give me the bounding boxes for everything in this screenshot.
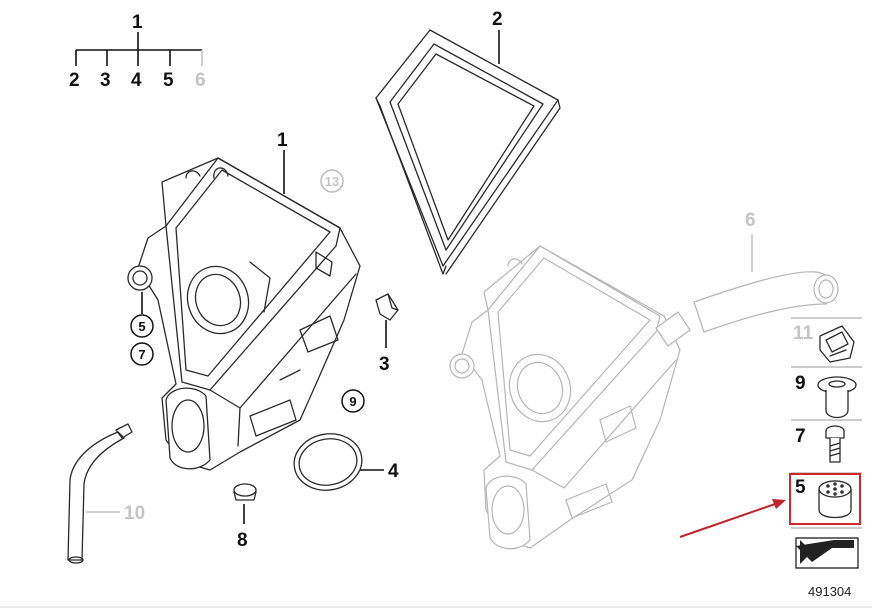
reference-arrow-icon xyxy=(795,537,859,569)
tree-child-label: 4 xyxy=(131,70,142,91)
sidebar-item-label: 5 xyxy=(795,477,806,498)
circled-13-callout: 13 xyxy=(320,169,344,193)
tree-child-label: 2 xyxy=(69,70,80,91)
circled-9-label: 9 xyxy=(349,394,356,409)
sidebar-item-label: 7 xyxy=(795,426,806,447)
filter-element-label: 2 xyxy=(492,9,503,30)
housing-label: 1 xyxy=(277,130,288,151)
grommet-label: 8 xyxy=(237,530,248,551)
pointer-arrow xyxy=(679,499,786,538)
intake-pipe-label: 6 xyxy=(745,210,756,231)
sidebar-item-9 xyxy=(817,376,857,419)
sidebar-item-7 xyxy=(825,425,845,463)
tree-child-label: 5 xyxy=(163,70,174,91)
hierarchy-tree: 1 2 3 4 5 6 xyxy=(69,12,206,91)
parts-sidebar: 11 9 7 5 xyxy=(789,317,862,569)
grommet-part: 8 xyxy=(233,483,257,551)
circled-9-callout: 9 xyxy=(341,389,365,413)
seal-ring-label: 4 xyxy=(388,461,399,482)
pointer-arrow-head xyxy=(772,499,786,509)
highlight-box xyxy=(789,473,861,525)
seal-ring: 4 xyxy=(293,433,399,491)
clip-part: 3 xyxy=(375,293,399,375)
sidebar-item-label: 9 xyxy=(795,373,806,394)
sidebar-item-5 xyxy=(818,480,852,519)
sidebar-item-label: 11 xyxy=(793,323,814,344)
circled-5-label: 5 xyxy=(138,319,145,334)
circled-5-7-callouts: 5 7 xyxy=(130,292,154,366)
hose-label: 10 xyxy=(124,503,145,524)
tree-parent-label: 1 xyxy=(132,12,143,33)
housing-reference-view xyxy=(449,245,691,550)
hose-part: 10 xyxy=(67,423,145,564)
sidebar-item-11 xyxy=(819,325,855,363)
circled-7-label: 7 xyxy=(138,347,145,362)
clip-label: 3 xyxy=(379,354,390,375)
diagram-id: 491304 xyxy=(808,584,851,599)
pointer-arrow-line xyxy=(679,502,779,538)
tree-child-label: 6 xyxy=(195,70,206,91)
filter-element: 2 xyxy=(375,9,561,275)
air-filter-housing: 1 xyxy=(127,130,361,471)
intake-pipe: 6 xyxy=(693,210,839,333)
circled-13-label: 13 xyxy=(325,174,339,189)
tree-child-label: 3 xyxy=(100,70,111,91)
